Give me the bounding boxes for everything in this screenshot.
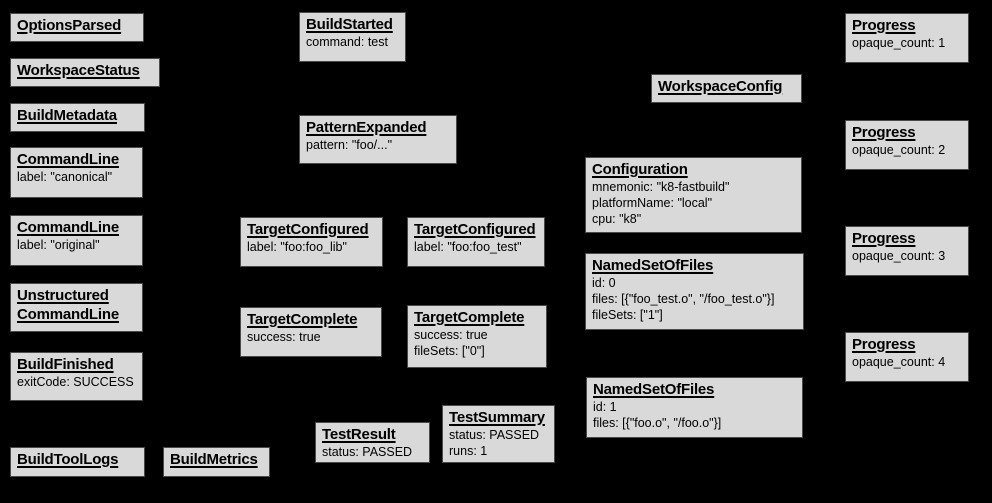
- node-title: CommandLine: [17, 306, 119, 323]
- node-title: TestSummary: [449, 409, 545, 426]
- node-progress-4: Progress opaque_count: 4: [845, 332, 969, 382]
- node-unstructured-command-line: Unstructured CommandLine: [10, 283, 143, 332]
- node-progress-2: Progress opaque_count: 2: [845, 120, 969, 170]
- node-build-metadata: BuildMetadata: [10, 103, 145, 132]
- node-title: NamedSetOfFiles: [593, 381, 715, 398]
- node-detail-line: id: 1: [593, 400, 617, 414]
- node-detail-line: platformName: "local": [592, 196, 713, 210]
- node-title: CommandLine: [17, 219, 119, 236]
- node-named-set-of-files-0: NamedSetOfFiles id: 0 files: [{"foo_test…: [585, 253, 804, 330]
- node-detail-line: opaque_count: 1: [852, 36, 946, 50]
- node-workspace-config: WorkspaceConfig: [651, 74, 802, 103]
- node-detail-line: cpu: "k8": [592, 212, 642, 226]
- node-title: CommandLine: [17, 151, 119, 168]
- node-title: TargetConfigured: [414, 221, 536, 238]
- node-title: BuildStarted: [306, 16, 393, 33]
- node-command-line-canonical: CommandLine label: "canonical": [10, 147, 143, 198]
- node-options-parsed: OptionsParsed: [10, 13, 144, 42]
- node-detail-line: success: true: [247, 330, 321, 344]
- node-detail-line: label: "canonical": [17, 170, 113, 184]
- node-progress-3: Progress opaque_count: 3: [845, 226, 969, 276]
- node-progress-1: Progress opaque_count: 1: [845, 13, 969, 63]
- node-target-configured-foo-test: TargetConfigured label: "foo:foo_test": [407, 217, 545, 267]
- node-detail-line: files: [{"foo_test.o", "/foo_test.o"}]: [592, 292, 775, 306]
- node-title: WorkspaceConfig: [658, 78, 783, 95]
- node-title: Progress: [852, 17, 916, 34]
- node-detail-line: label: "foo:foo_lib": [247, 240, 347, 254]
- node-build-finished: BuildFinished exitCode: SUCCESS: [10, 352, 143, 401]
- node-target-configured-foo-lib: TargetConfigured label: "foo:foo_lib": [240, 217, 383, 267]
- node-title: PatternExpanded: [306, 119, 427, 136]
- node-detail-line: mnemonic: "k8-fastbuild": [592, 180, 730, 194]
- node-detail-line: command: test: [306, 35, 388, 49]
- node-pattern-expanded: PatternExpanded pattern: "foo/...": [299, 115, 457, 164]
- node-title: TargetComplete: [414, 309, 525, 326]
- node-title: WorkspaceStatus: [17, 62, 140, 79]
- node-title: BuildMetadata: [17, 107, 117, 124]
- node-title: TargetComplete: [247, 311, 358, 328]
- node-configuration: Configuration mnemonic: "k8-fastbuild" p…: [585, 157, 802, 233]
- node-workspace-status: WorkspaceStatus: [10, 58, 160, 87]
- node-detail-line: opaque_count: 2: [852, 143, 946, 157]
- node-detail-line: id: 0: [592, 276, 616, 290]
- node-title: Progress: [852, 124, 916, 141]
- node-title: NamedSetOfFiles: [592, 257, 714, 274]
- node-title: BuildFinished: [17, 356, 114, 373]
- node-named-set-of-files-1: NamedSetOfFiles id: 1 files: [{"foo.o", …: [586, 377, 803, 438]
- node-detail-line: opaque_count: 4: [852, 355, 946, 369]
- node-build-metrics: BuildMetrics: [163, 447, 270, 477]
- node-title: OptionsParsed: [17, 17, 122, 34]
- node-detail-line: label: "foo:foo_test": [414, 240, 522, 254]
- node-title: BuildToolLogs: [17, 451, 119, 468]
- node-detail-line: opaque_count: 3: [852, 249, 946, 263]
- node-detail-line: runs: 1: [449, 444, 488, 458]
- node-title: TestResult: [322, 426, 396, 443]
- node-detail-line: status: PASSED: [449, 428, 540, 442]
- node-test-summary: TestSummary status: PASSED runs: 1: [442, 405, 555, 463]
- node-command-line-original: CommandLine label: "original": [10, 215, 143, 266]
- node-detail-line: exitCode: SUCCESS: [17, 375, 134, 389]
- node-target-complete-foo-test: TargetComplete success: true fileSets: […: [407, 305, 547, 368]
- node-detail-line: label: "original": [17, 238, 100, 252]
- node-detail-line: pattern: "foo/...": [306, 138, 393, 152]
- node-title: Configuration: [592, 161, 688, 178]
- node-test-result: TestResult status: PASSED: [315, 422, 430, 463]
- node-title: Unstructured: [17, 287, 109, 304]
- node-title: BuildMetrics: [170, 451, 258, 468]
- node-title: Progress: [852, 230, 916, 247]
- node-build-tool-logs: BuildToolLogs: [10, 447, 145, 477]
- node-target-complete-foo-lib: TargetComplete success: true: [240, 307, 382, 357]
- node-detail-line: files: [{"foo.o", "/foo.o"}]: [593, 416, 722, 430]
- node-title: Progress: [852, 336, 916, 353]
- node-detail-line: fileSets: ["0"]: [414, 344, 485, 358]
- node-build-started: BuildStarted command: test: [299, 12, 406, 62]
- node-detail-line: fileSets: ["1"]: [592, 308, 663, 322]
- node-detail-line: status: PASSED: [322, 445, 413, 459]
- node-detail-line: success: true: [414, 328, 488, 342]
- node-title: TargetConfigured: [247, 221, 369, 238]
